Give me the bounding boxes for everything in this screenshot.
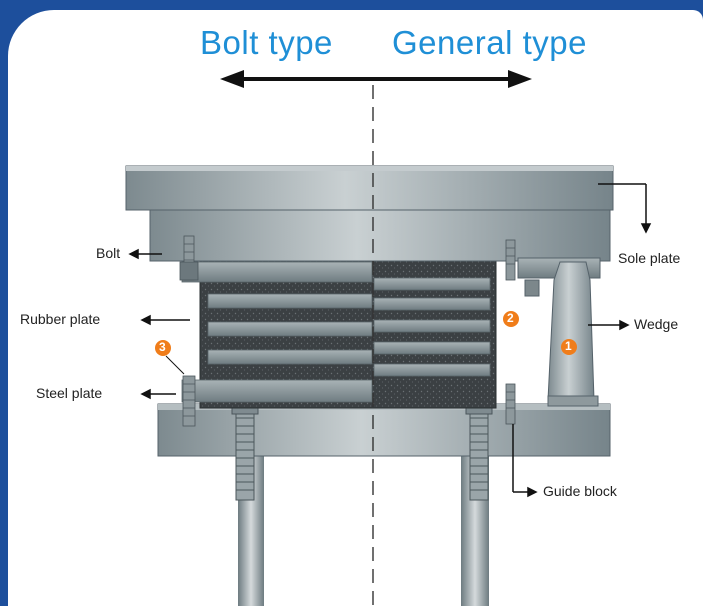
- wedge-assembly: [517, 257, 601, 407]
- marker-3: [155, 340, 171, 356]
- general-type-title: General type: [392, 24, 587, 61]
- bolt-label: Bolt: [96, 245, 121, 261]
- marker-1: [561, 339, 577, 355]
- marker-2: [503, 311, 519, 327]
- markers: [155, 311, 577, 356]
- masonry-plate: [157, 403, 611, 457]
- marker-2-number: 2: [507, 311, 514, 325]
- bolt-type-title: Bolt type: [200, 24, 333, 61]
- steel-plate-label: Steel plate: [36, 385, 103, 401]
- rubber-plate-label: Rubber plate: [20, 311, 101, 327]
- marker-1-number: 1: [565, 339, 572, 353]
- top-plate-lower: [149, 206, 611, 262]
- wedge-label: Wedge: [634, 316, 679, 332]
- direction-arrow: [220, 70, 532, 88]
- top-bolts: [179, 235, 516, 427]
- steel-shims: [181, 261, 491, 403]
- sole-plate-label: Sole plate: [618, 250, 681, 266]
- guide-block-label: Guide block: [543, 483, 617, 499]
- sole-plate: [125, 165, 614, 211]
- label-arrows: [128, 183, 652, 498]
- marker-3-number: 3: [159, 340, 166, 354]
- anchor-threads: [231, 403, 493, 501]
